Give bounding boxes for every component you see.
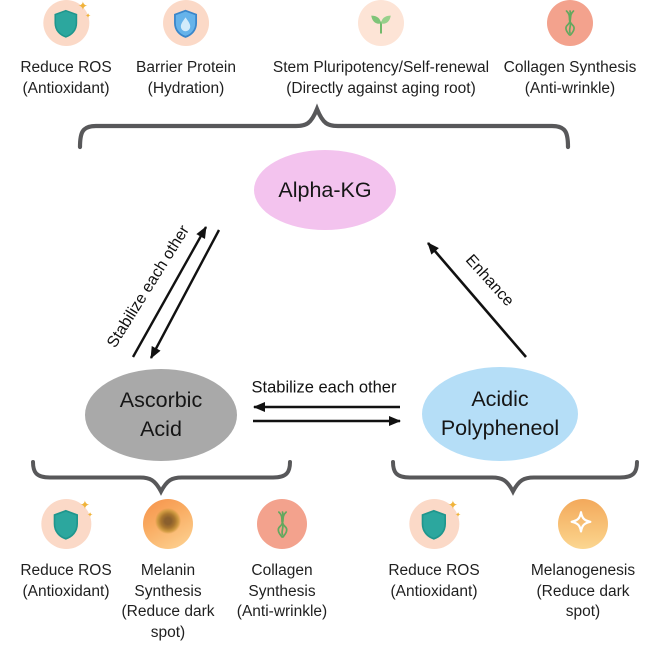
shield-shape bbox=[421, 509, 447, 540]
sprout-icon bbox=[358, 0, 404, 46]
node-alpha-kg: Alpha-KG bbox=[254, 150, 396, 230]
sparkle-accent-small-icon: ✦ bbox=[455, 512, 461, 519]
arrow-alpha-to-ascorbic bbox=[149, 229, 221, 359]
benefit-label: Collagen Synthesis (Anti-wrinkle) bbox=[236, 562, 328, 620]
benefit-label: Melanogenesis (Reduce dark spot) bbox=[530, 562, 636, 620]
benefit-stem-pluripotency: Stem Pluripotency/Self-renewal (Directly… bbox=[261, 0, 501, 99]
sparkle-accent-small-icon: ✦ bbox=[85, 13, 91, 20]
benefit-label: Collagen Synthesis (Anti-wrinkle) bbox=[503, 59, 637, 97]
shield-drop-shape bbox=[174, 9, 198, 38]
sparkle-accent-small-icon: ✦ bbox=[87, 512, 93, 519]
shield-drop-icon bbox=[163, 0, 209, 46]
benefit-label: Reduce ROS (Antioxidant) bbox=[20, 562, 112, 600]
benefit-reduce-ros-top: ✦ ✦ Reduce ROS (Antioxidant) bbox=[20, 0, 112, 99]
benefit-collagen-top: Collagen Synthesis (Anti-wrinkle) bbox=[490, 0, 650, 99]
sparkle-accent-icon: ✦ bbox=[447, 498, 458, 512]
node-acidic-polypheneol: Acidic Polypheneol bbox=[422, 367, 578, 461]
sparkle-icon bbox=[558, 499, 608, 549]
shield-check-icon: ✦ ✦ bbox=[408, 498, 461, 549]
melanin-icon bbox=[143, 499, 193, 549]
collagen-strands-shape bbox=[276, 510, 288, 538]
benefit-label: Barrier Protein (Hydration) bbox=[136, 59, 236, 97]
node-ascorbic-acid: Ascorbic Acid bbox=[85, 369, 237, 461]
shield-shape bbox=[53, 509, 79, 540]
benefit-reduce-ros-ascorbic: ✦ ✦ Reduce ROS (Antioxidant) bbox=[20, 498, 112, 602]
melanin-core-shape bbox=[155, 508, 181, 534]
benefit-reduce-ros-acidic: ✦ ✦ Reduce ROS (Antioxidant) bbox=[388, 498, 480, 602]
collagen-icon bbox=[257, 499, 307, 549]
benefit-label: Reduce ROS (Antioxidant) bbox=[388, 562, 480, 600]
shield-shape bbox=[54, 9, 78, 38]
arrow-acidic-to-alpha bbox=[427, 242, 527, 358]
sprout-shape bbox=[371, 15, 391, 34]
shield-check-icon: ✦ ✦ bbox=[40, 498, 93, 549]
shield-check-icon: ✦ ✦ bbox=[42, 0, 91, 46]
arrow-ascorbic-to-alpha bbox=[131, 226, 208, 358]
benefit-label: Reduce ROS (Antioxidant) bbox=[20, 59, 112, 97]
sparkle-accent-icon: ✦ bbox=[79, 498, 90, 512]
benefit-barrier-protein: Barrier Protein (Hydration) bbox=[136, 0, 236, 99]
alpha-kg-benefits-brace bbox=[77, 103, 571, 150]
acidic-benefits-brace bbox=[391, 460, 639, 496]
benefit-collagen-ascorbic: Collagen Synthesis (Anti-wrinkle) bbox=[222, 499, 342, 623]
ascorbic-benefits-brace bbox=[31, 460, 292, 496]
benefit-label: Stem Pluripotency/Self-renewal (Directly… bbox=[272, 59, 490, 97]
collagen-icon bbox=[547, 0, 593, 46]
sparkle-accent-icon: ✦ bbox=[77, 0, 88, 13]
benefit-label: Melanin Synthesis (Reduce dark spot) bbox=[121, 562, 215, 641]
edge-label-stabilize-horizontal: Stabilize each other bbox=[251, 378, 397, 397]
four-point-star-shape bbox=[570, 511, 592, 533]
collagen-strands-shape bbox=[565, 10, 575, 36]
benefit-melanin-synthesis: Melanin Synthesis (Reduce dark spot) bbox=[113, 499, 223, 643]
benefit-melanogenesis: Melanogenesis (Reduce dark spot) bbox=[518, 499, 648, 623]
